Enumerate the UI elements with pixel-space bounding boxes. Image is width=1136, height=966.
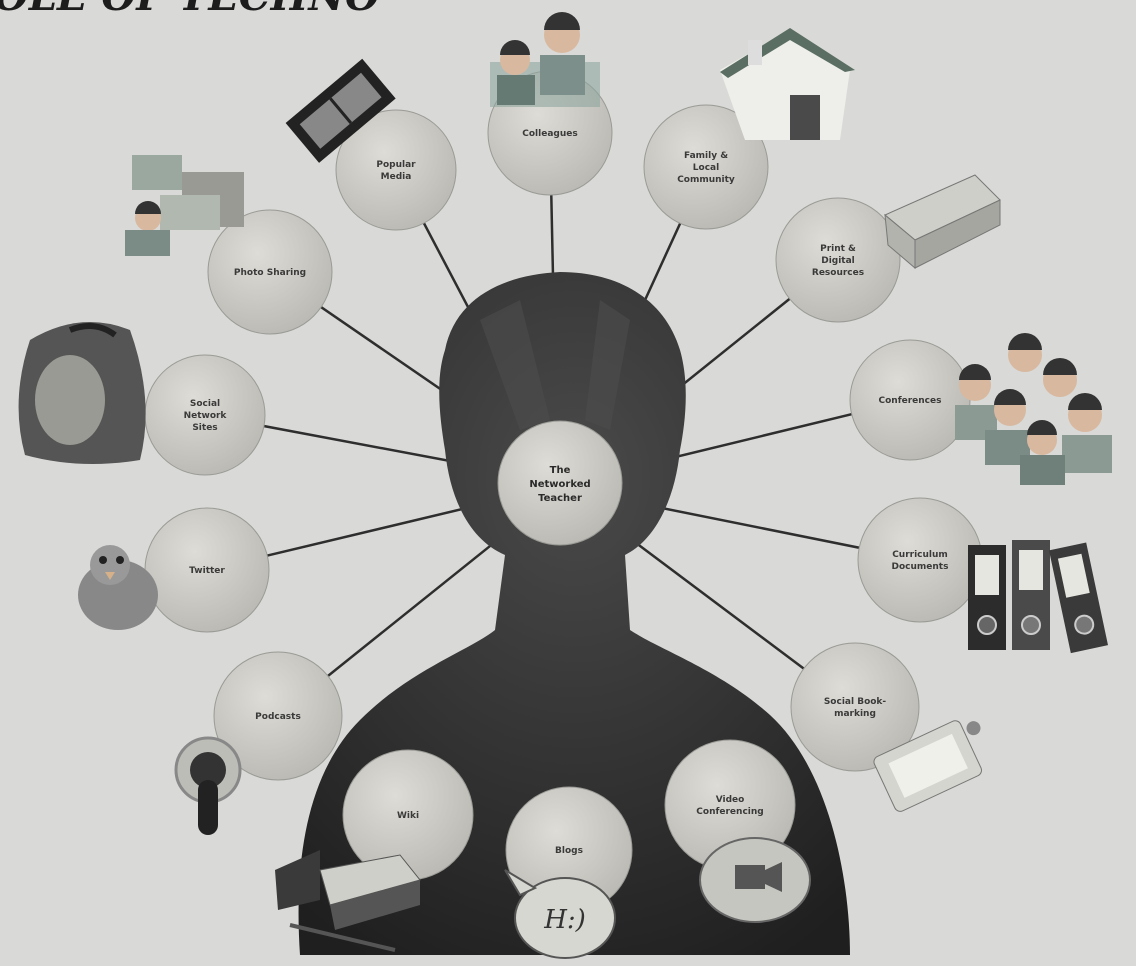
node-wiki: Wiki (342, 749, 474, 881)
node-social-bookmarking: Social Book-marking (790, 642, 920, 772)
node-label-curriculum-documents: Documents (892, 562, 949, 572)
center-label-line: Networked (529, 479, 590, 490)
node-label-conferences: Conferences (879, 396, 942, 406)
binders-icon (968, 540, 1109, 654)
node-label-print-digital-resources: Print & (820, 244, 856, 254)
node-bubble-print-digital-resources (775, 197, 901, 323)
film-strip-icon (285, 58, 396, 163)
node-label-popular-media: Media (381, 172, 412, 182)
books-icon (275, 850, 421, 952)
head-highlight (480, 300, 550, 430)
center-label-line: The (550, 465, 571, 476)
node-twitter: Twitter (144, 507, 270, 633)
node-label-social-network-sites: Social (190, 399, 220, 409)
node-label-video-conferencing: Video (716, 795, 745, 805)
node-label-family-local-community: Local (693, 163, 719, 173)
node-label-social-network-sites: Network (184, 411, 228, 421)
center-label-line: Teacher (538, 493, 582, 504)
node-label-social-network-sites: Sites (192, 423, 217, 433)
head-highlight-right (585, 300, 630, 430)
node-label-twitter: Twitter (189, 566, 225, 576)
node-label-family-local-community: Community (677, 175, 735, 185)
node-label-photo-sharing: Photo Sharing (234, 268, 306, 278)
group-people-icon (955, 333, 1112, 485)
node-bubble-social-bookmarking (790, 642, 920, 772)
node-podcasts: Podcasts (213, 651, 343, 781)
photos-person-icon (125, 155, 244, 256)
node-bubble-curriculum-documents (857, 497, 983, 623)
node-label-popular-media: Popular (376, 160, 416, 170)
printer-icon (884, 174, 1001, 270)
node-bubble-podcasts (213, 651, 343, 781)
video-camera-icon (699, 837, 811, 923)
icons: H:) (18, 12, 1112, 959)
tag-icon (873, 720, 982, 812)
node-bubble-family-local-community (643, 104, 769, 230)
node-bubble-photo-sharing (207, 209, 333, 335)
blog-bubble-text: H:) (543, 905, 586, 935)
node-label-curriculum-documents: Curriculum (892, 550, 948, 560)
node-conferences: Conferences (849, 339, 971, 461)
node-label-wiki: Wiki (397, 811, 419, 821)
two-people-icon (490, 12, 600, 107)
backpack-icon (18, 322, 146, 464)
node-label-podcasts: Podcasts (255, 712, 301, 722)
diagram-title: OLE OF TECHNO (0, 0, 380, 20)
node-label-social-bookmarking: Social Book- (824, 697, 887, 707)
node-label-print-digital-resources: Resources (812, 268, 864, 278)
blog-bubble-icon: H:) (504, 869, 616, 959)
node-photo-sharing: Photo Sharing (207, 209, 333, 335)
node-label-print-digital-resources: Digital (821, 256, 855, 266)
node-label-blogs: Blogs (555, 846, 583, 856)
node-label-social-bookmarking: marking (834, 709, 876, 719)
node-label-video-conferencing: Conferencing (696, 807, 763, 817)
node-label-family-local-community: Family & (684, 151, 728, 161)
center-bubble (497, 420, 623, 546)
podcast-icon (174, 736, 242, 835)
node-bubble-popular-media (335, 109, 457, 231)
bird-icon (78, 545, 158, 630)
node-label-colleagues: Colleagues (522, 129, 577, 139)
house-icon (720, 28, 855, 140)
